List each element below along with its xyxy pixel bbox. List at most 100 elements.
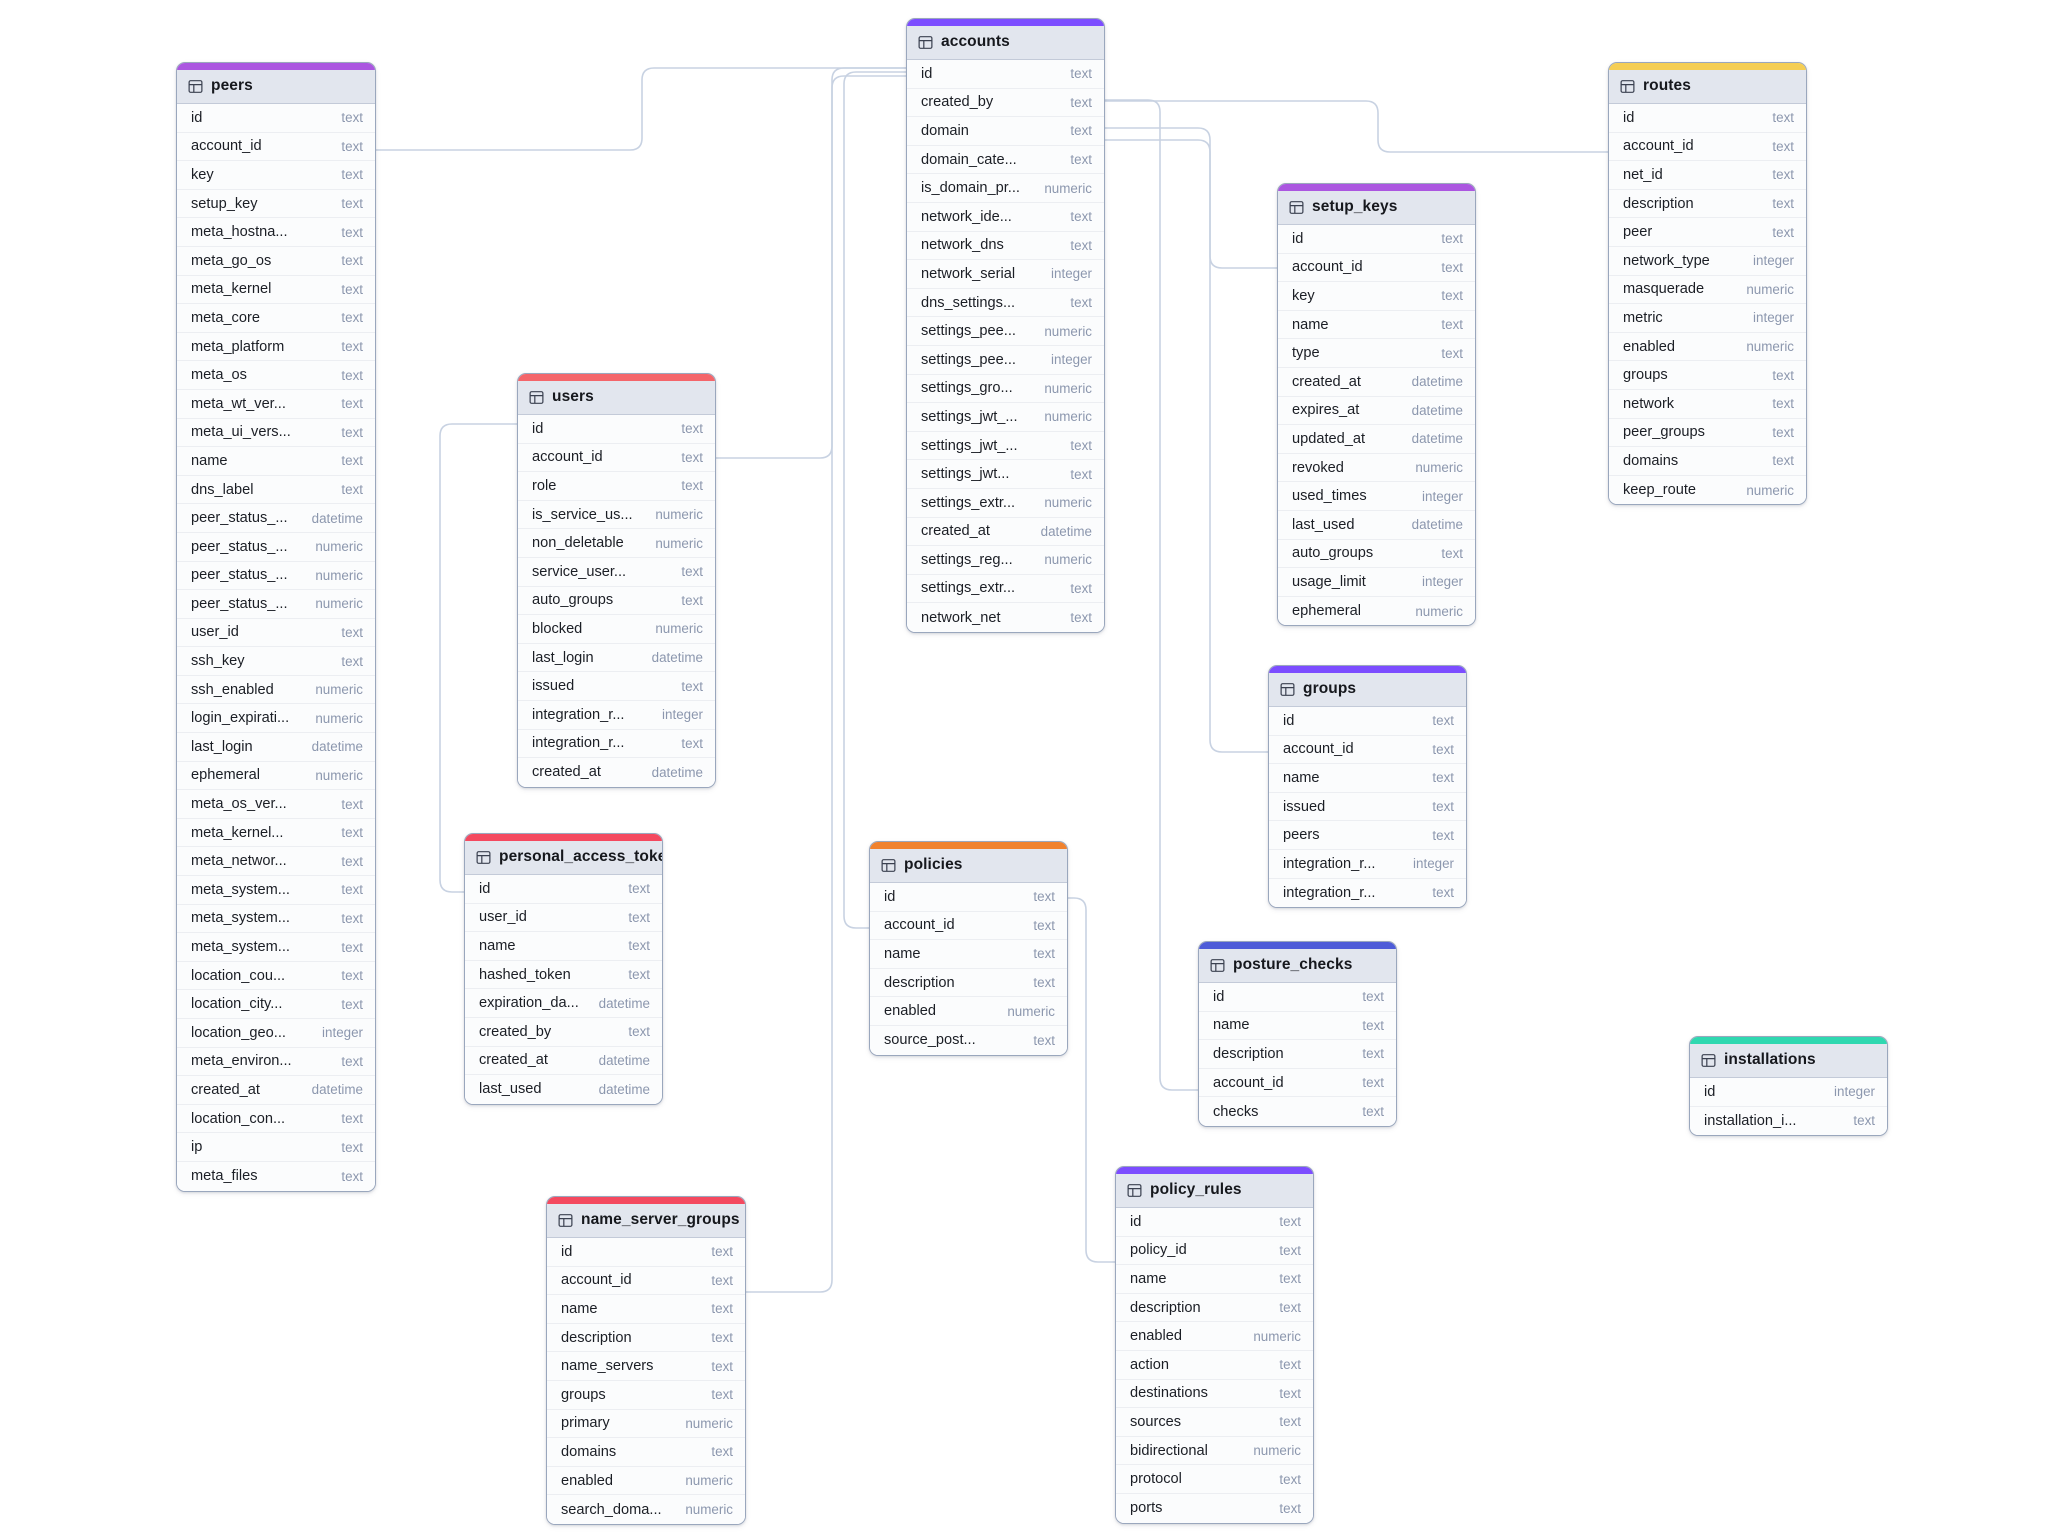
column-row[interactable]: meta_ui_vers...text: [177, 418, 375, 448]
column-row[interactable]: integration_r...text: [1269, 878, 1466, 908]
column-row[interactable]: settings_extr...numeric: [907, 488, 1104, 518]
table-header-policies[interactable]: policies: [870, 849, 1067, 883]
column-row[interactable]: meta_networ...text: [177, 847, 375, 877]
column-row[interactable]: peer_status_...numeric: [177, 590, 375, 619]
column-row[interactable]: peer_status_...datetime: [177, 504, 375, 533]
column-row[interactable]: is_domain_pr...numeric: [907, 174, 1104, 203]
column-row[interactable]: location_cou...text: [177, 961, 375, 991]
column-row[interactable]: login_expirati...numeric: [177, 704, 375, 734]
column-row[interactable]: settings_jwt_...text: [907, 431, 1104, 461]
table-header-policy_rules[interactable]: policy_rules: [1116, 1174, 1313, 1208]
column-row[interactable]: search_doma...numeric: [547, 1495, 745, 1524]
column-row[interactable]: service_user...text: [518, 557, 715, 587]
column-row[interactable]: meta_wt_ver...text: [177, 389, 375, 419]
column-row[interactable]: settings_extr...text: [907, 574, 1104, 604]
table-header-setup_keys[interactable]: setup_keys: [1278, 191, 1475, 225]
column-row[interactable]: settings_jwt_...numeric: [907, 403, 1104, 432]
column-row[interactable]: settings_jwt...text: [907, 460, 1104, 489]
column-row[interactable]: integration_r...integer: [518, 700, 715, 730]
column-row[interactable]: source_post...text: [870, 1025, 1067, 1055]
column-row[interactable]: settings_reg...numeric: [907, 546, 1104, 575]
column-row[interactable]: integration_r...text: [518, 729, 715, 759]
table-header-routes[interactable]: routes: [1609, 70, 1806, 104]
column-row[interactable]: domain_cate...text: [907, 145, 1104, 175]
column-row[interactable]: peer_status_...numeric: [177, 561, 375, 591]
table-header-accounts[interactable]: accounts: [907, 26, 1104, 60]
table-header-groups[interactable]: groups: [1269, 673, 1466, 707]
column-row[interactable]: installation_i...text: [1690, 1106, 1887, 1136]
table-header-installations[interactable]: installations: [1690, 1044, 1887, 1078]
column-row[interactable]: dns_settings...text: [907, 288, 1104, 318]
table-header-users[interactable]: users: [518, 381, 715, 415]
column-row[interactable]: location_city...text: [177, 990, 375, 1019]
table-header-posture_checks[interactable]: posture_checks: [1199, 949, 1396, 983]
column-row[interactable]: settings_pee...numeric: [907, 317, 1104, 346]
